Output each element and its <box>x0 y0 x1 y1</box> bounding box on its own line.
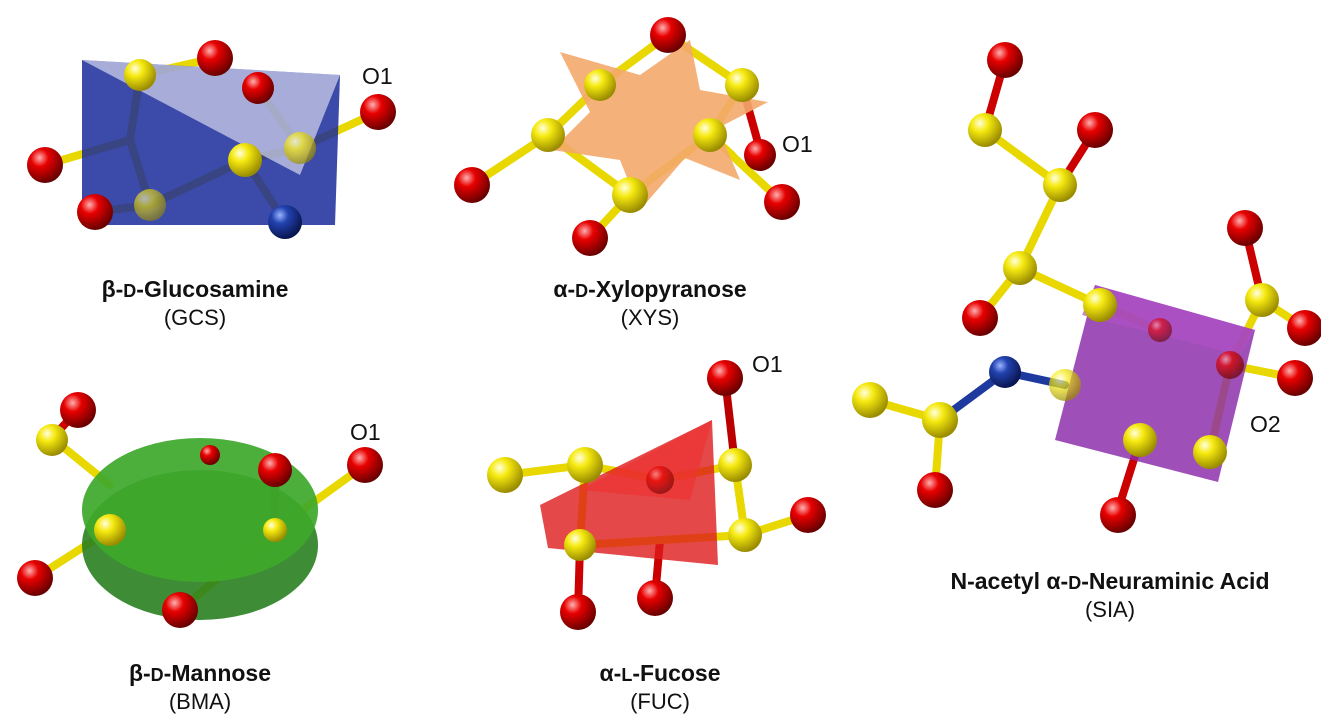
gcs-caption: β-D-Glucosamine (GCS) <box>60 276 330 331</box>
xys-code: (XYS) <box>620 305 680 330</box>
fuc-code: (FUC) <box>630 689 690 714</box>
molecule-sia <box>852 42 1321 533</box>
sia-caption: N-acetyl α-D-Neuraminic Acid (SIA) <box>905 568 1315 623</box>
gcs-atom-label: O1 <box>362 63 393 89</box>
sia-shape-face <box>1082 285 1255 355</box>
gcs-atoms <box>27 40 396 239</box>
xys-shape <box>552 40 768 210</box>
xys-name: α-D-Xylopyranose <box>553 276 747 302</box>
molecule-gcs <box>27 40 396 239</box>
fuc-atom-label: O1 <box>752 351 783 377</box>
gcs-code: (GCS) <box>163 305 227 330</box>
bma-name: β-D-Mannose <box>128 660 272 686</box>
fuc-shape-top <box>580 420 712 500</box>
sia-name: N-acetyl α-D-Neuraminic Acid <box>950 568 1270 594</box>
xys-atoms <box>454 17 800 256</box>
gcs-name: β-D-Glucosamine <box>101 276 289 302</box>
bma-caption: β-D-Mannose (BMA) <box>80 660 320 715</box>
molecule-bma <box>17 392 383 628</box>
xys-atom-label: O1 <box>782 131 813 157</box>
bma-atoms <box>17 392 383 628</box>
fuc-atoms <box>487 360 826 630</box>
bma-atom-label: O1 <box>350 419 381 445</box>
bma-code: (BMA) <box>168 689 232 714</box>
fuc-name: α-L-Fucose <box>599 660 721 686</box>
xys-caption: α-D-Xylopyranose (XYS) <box>500 276 800 331</box>
sia-code: (SIA) <box>1084 597 1136 622</box>
sia-atoms <box>852 42 1321 533</box>
sia-atom-label: O2 <box>1250 411 1281 437</box>
fuc-caption: α-L-Fucose (FUC) <box>540 660 780 715</box>
molecule-xys <box>454 17 800 256</box>
molecule-fuc <box>487 360 826 630</box>
